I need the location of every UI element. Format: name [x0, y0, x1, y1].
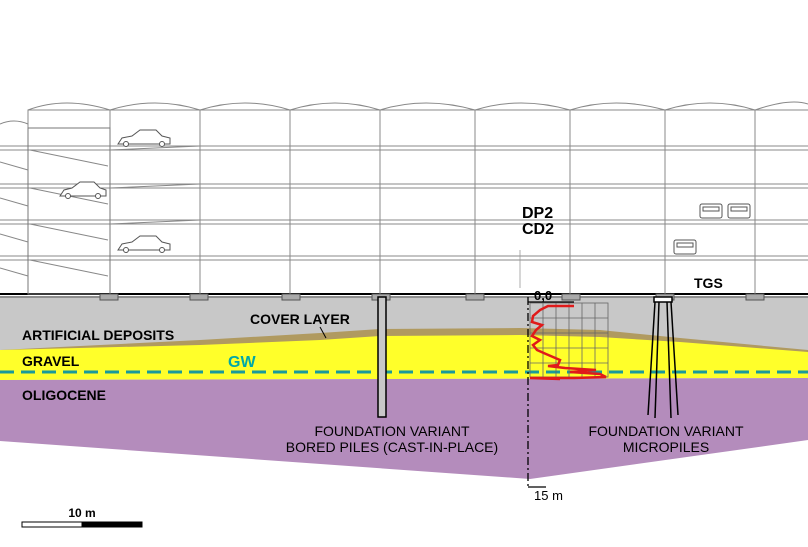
- borehole-grid: [529, 302, 609, 378]
- car-icon: [699, 203, 723, 219]
- scale-label: 10 m: [68, 506, 95, 520]
- label-cover-layer: COVER LAYER: [250, 311, 350, 327]
- label-profile-top: 0,0: [534, 288, 552, 303]
- label-micropiles-line1: FOUNDATION VARIANT: [588, 423, 743, 439]
- car-icon: [117, 235, 171, 253]
- parking-building: [0, 101, 808, 295]
- car-icon: [117, 129, 171, 147]
- label-gravel: GRAVEL: [22, 353, 80, 369]
- car-icon: [59, 181, 107, 199]
- label-cd2: CD2: [522, 221, 554, 238]
- label-micropiles-line2: MICROPILES: [623, 439, 709, 455]
- gravel-layer: [0, 335, 808, 380]
- label-artificial-deposits: ARTIFICIAL DEPOSITS: [22, 327, 174, 343]
- label-dp2: DP2: [522, 205, 553, 222]
- label-gw: GW: [228, 354, 256, 371]
- micropiles: [647, 296, 679, 419]
- scale-bar: 10 m: [21, 506, 143, 528]
- label-oligocene: OLIGOCENE: [22, 387, 106, 403]
- label-profile-depth: 15 m: [534, 488, 563, 503]
- borehole-profile-curve: [529, 304, 607, 381]
- label-tgs: TGS: [694, 275, 723, 291]
- bored-pile: [377, 296, 387, 418]
- car-icon: [727, 203, 751, 219]
- label-piles-line2: BORED PILES (CAST-IN-PLACE): [286, 439, 498, 455]
- car-icon: [673, 239, 697, 255]
- label-piles-line1: FOUNDATION VARIANT: [314, 423, 469, 439]
- oligocene-layer: [0, 378, 808, 479]
